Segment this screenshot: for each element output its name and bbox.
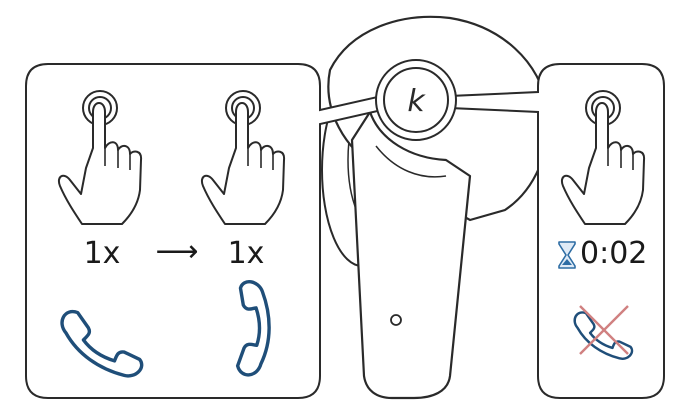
- tap-count-second: 1x: [227, 236, 265, 271]
- timer-value: 0:02: [580, 236, 648, 271]
- hourglass-icon: [558, 241, 576, 269]
- hold-timer: 0:02: [556, 234, 656, 274]
- phone-reject-icon: [572, 303, 635, 368]
- reject-cross-line: [579, 305, 629, 355]
- earbud-touch-button: k: [375, 59, 457, 141]
- sequence-arrow: ⟶: [155, 234, 199, 269]
- tap-count-first: 1x: [83, 236, 121, 271]
- logo-letter: k: [407, 84, 426, 119]
